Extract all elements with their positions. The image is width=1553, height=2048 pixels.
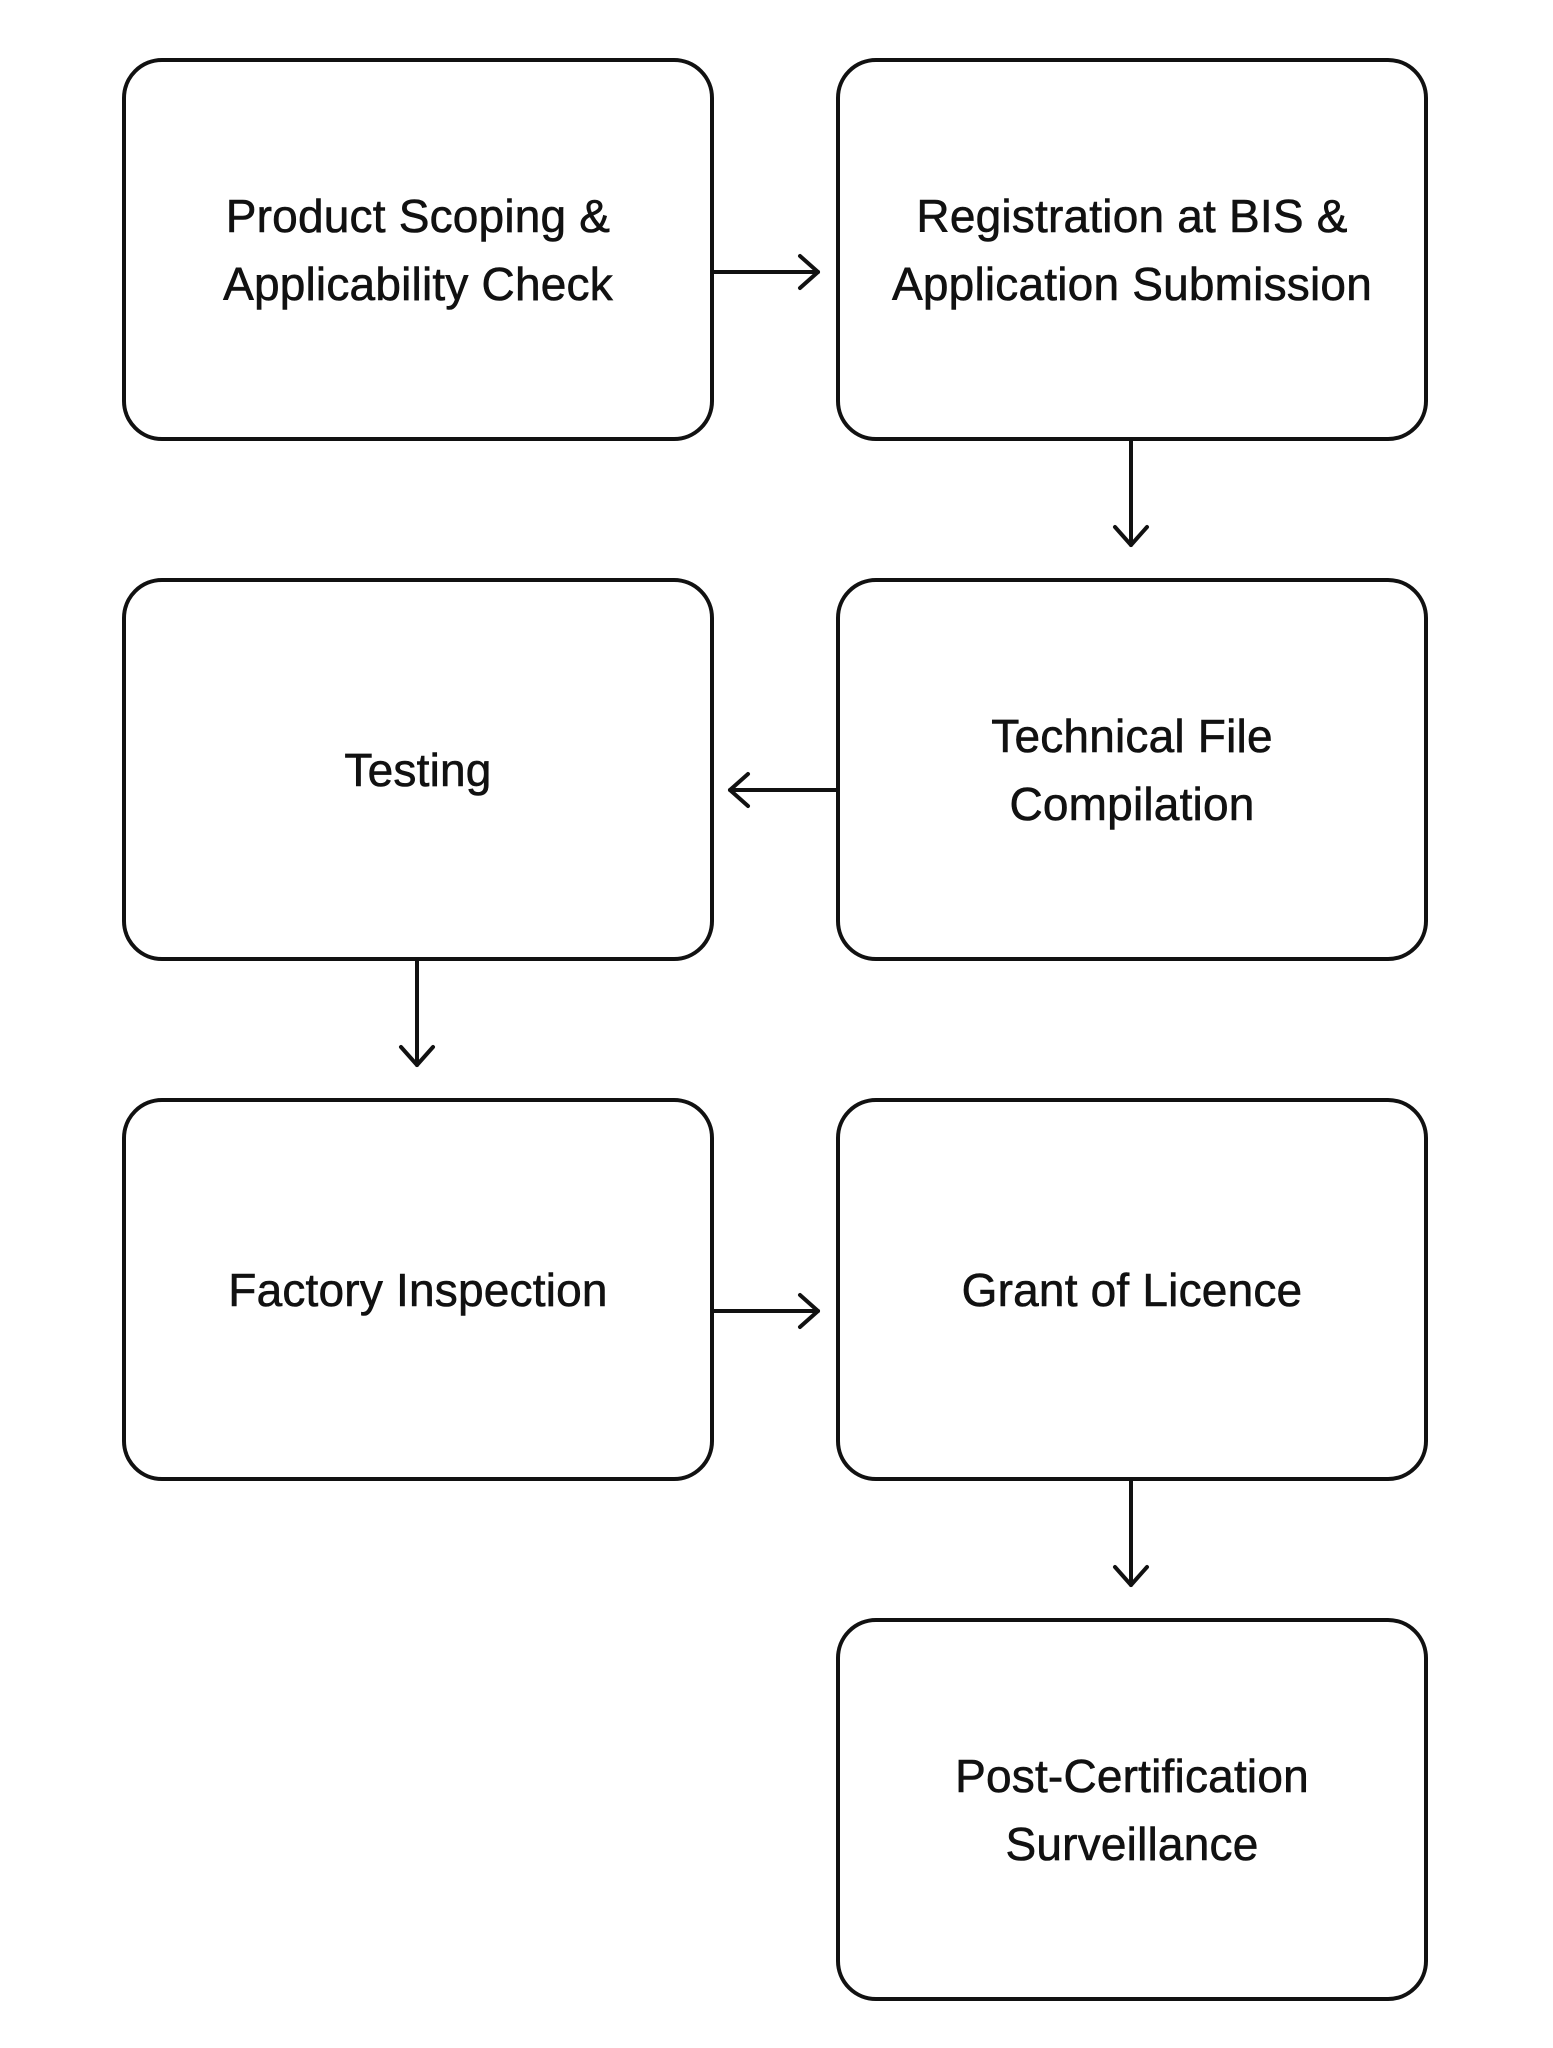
step-post-certification-box: Post-Certification Surveillance: [836, 1618, 1428, 2001]
step-testing-label: Testing: [344, 743, 492, 796]
step-registration-label: Registration at BIS & Application Submis…: [892, 189, 1372, 310]
arrow-down-icon: [1113, 1479, 1149, 1587]
arrow-left-icon: [728, 772, 838, 808]
step-technical-file-box: Technical File Compilation: [836, 578, 1428, 961]
step-grant-of-licence-box: Grant of Licence: [836, 1098, 1428, 1481]
arrow-right-icon: [712, 254, 820, 290]
step-registration-box: Registration at BIS & Application Submis…: [836, 58, 1428, 441]
arrow-right-icon: [712, 1293, 820, 1329]
arrow-down-icon: [399, 959, 435, 1067]
step-grant-of-licence-label: Grant of Licence: [961, 1263, 1303, 1316]
step-factory-inspection-label: Factory Inspection: [228, 1263, 608, 1316]
step-post-certification-label: Post-Certification Surveillance: [955, 1749, 1309, 1870]
step-product-scoping-box: Product Scoping & Applicability Check: [122, 58, 714, 441]
step-factory-inspection-box: Factory Inspection: [122, 1098, 714, 1481]
step-technical-file-label: Technical File Compilation: [991, 709, 1273, 830]
step-testing-box: Testing: [122, 578, 714, 961]
step-product-scoping-label: Product Scoping & Applicability Check: [223, 189, 613, 310]
arrow-down-icon: [1113, 439, 1149, 547]
